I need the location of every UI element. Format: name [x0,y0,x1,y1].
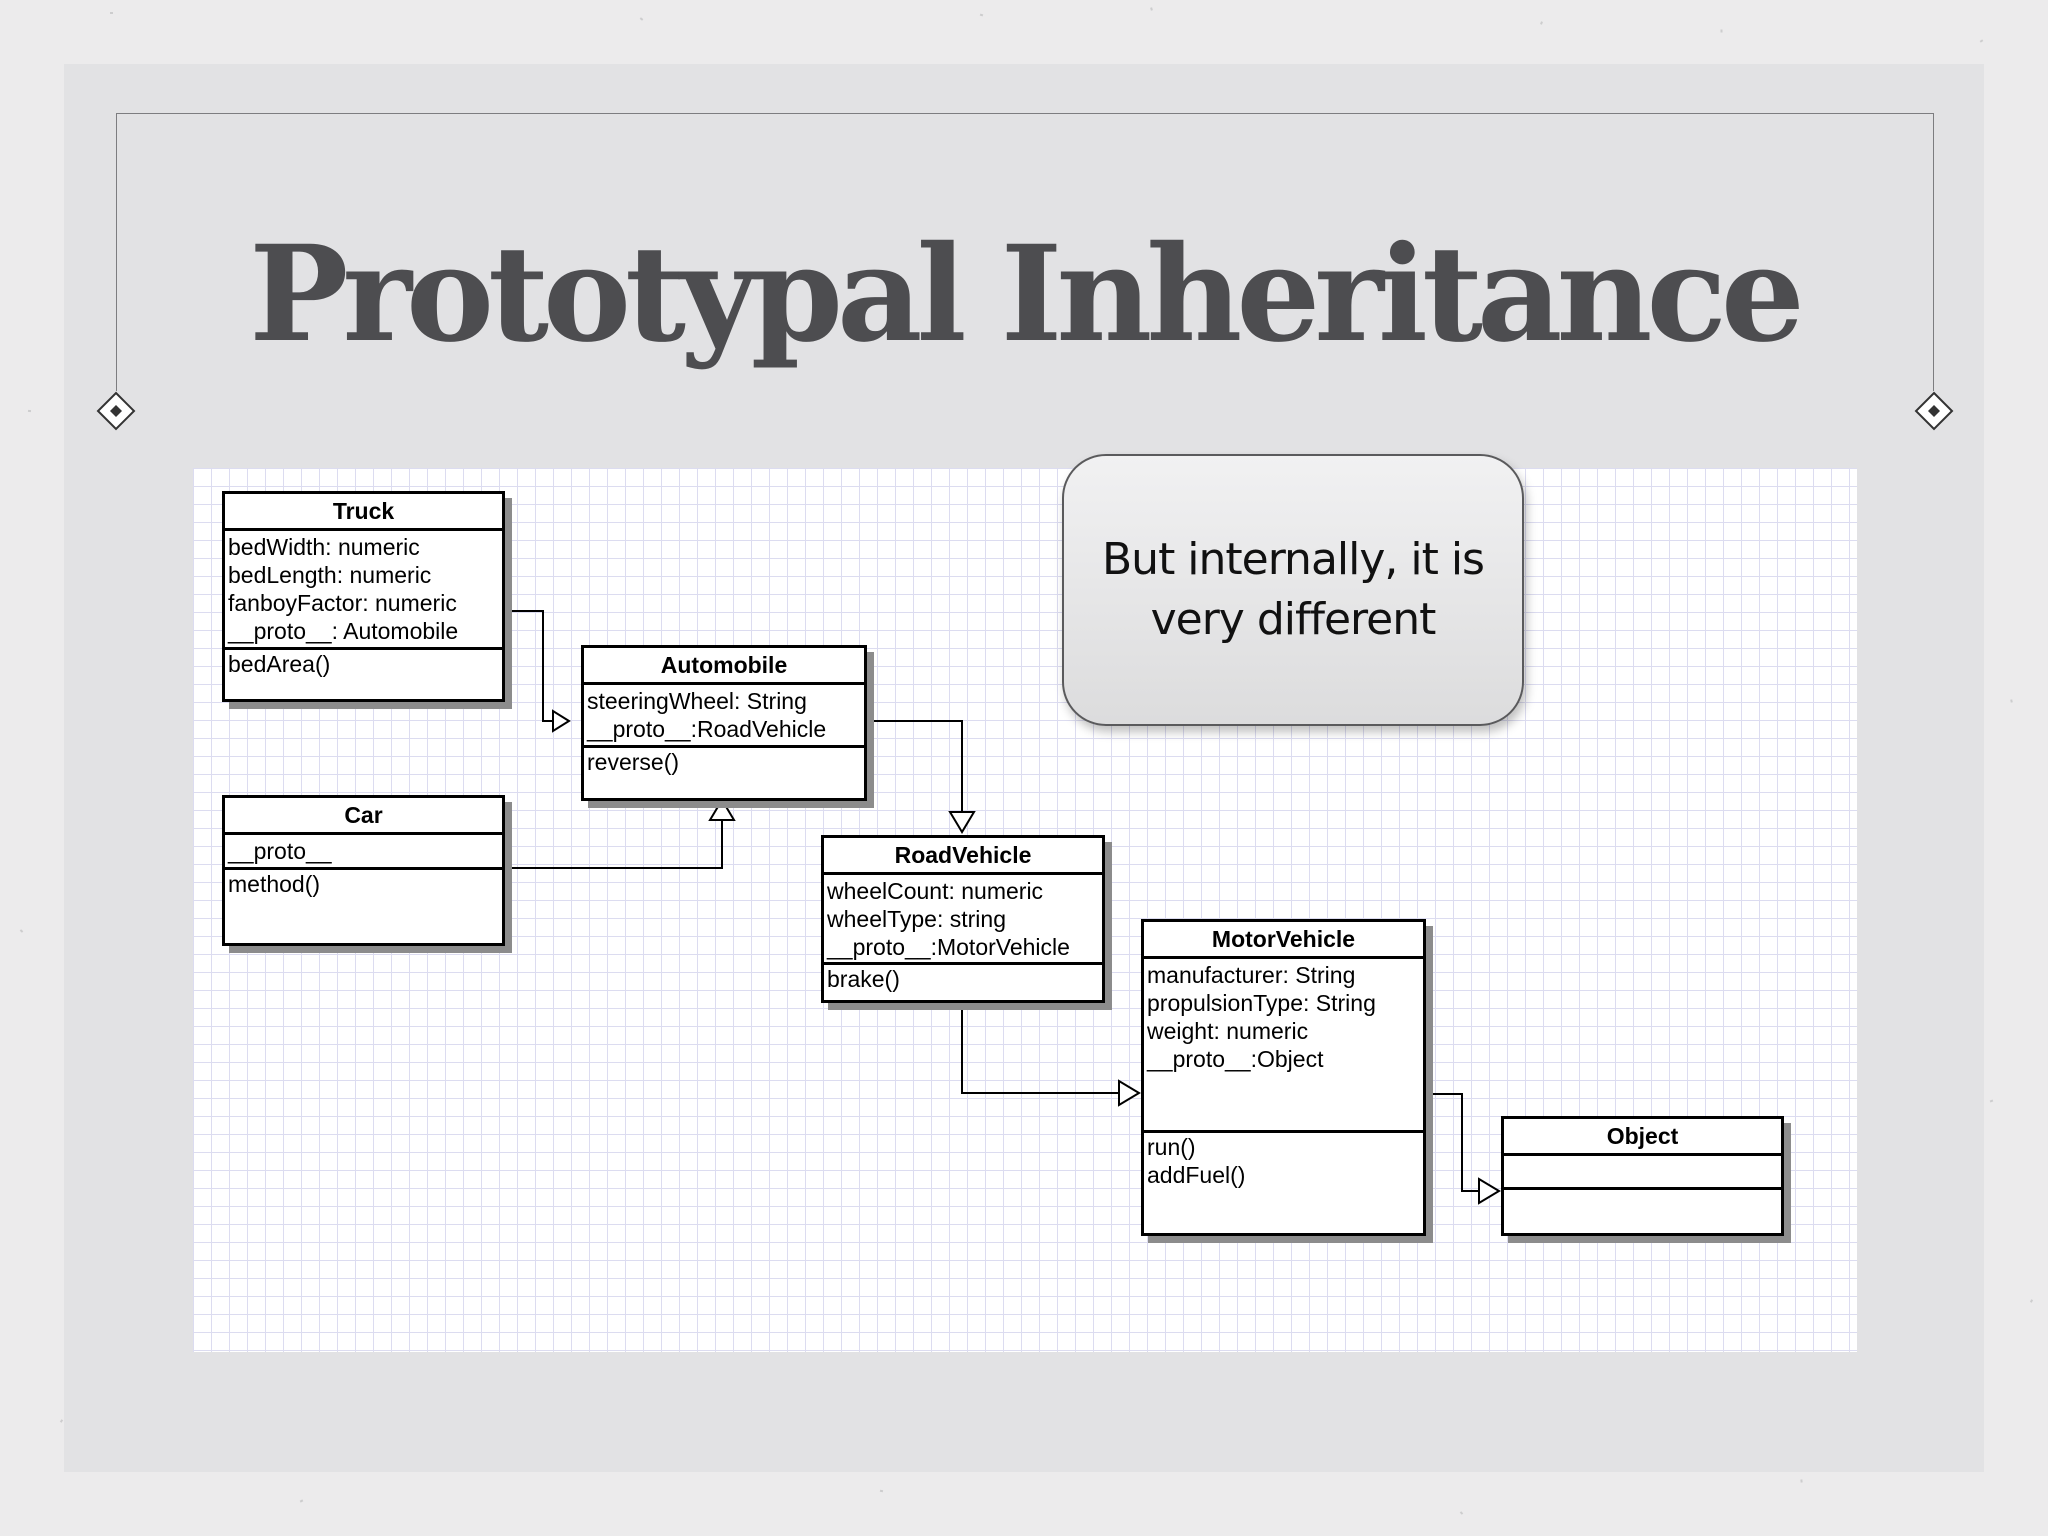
attribute: wheelCount: numeric [827,878,1044,904]
class-object: Object [1501,1116,1784,1236]
paper-speck [299,1499,304,1503]
slide-title: Prototypal Inheritance [249,217,1805,372]
frame-line-right [1933,113,1934,391]
connector-roadvehicle-motorvehicle [961,1000,1119,1094]
arrowhead-automobile-from-car [708,798,736,821]
class-name: MotorVehicle [1144,922,1423,959]
class-attributes: __proto__ [225,835,502,870]
paper-speck [879,1489,884,1493]
arrowhead-object [1478,1177,1501,1205]
attribute: weight: numeric [1147,1018,1309,1044]
method: method() [228,871,321,897]
attribute: wheelType: string [827,906,1006,932]
method: reverse() [587,749,680,775]
paper-speck [2029,1299,2034,1303]
connector-car-automobile [502,820,723,869]
attribute: __proto__:Object [1147,1046,1324,1072]
callout-box: But internally, it is very different [1062,454,1524,726]
class-roadvehicle: RoadVehicle wheelCount: numeric wheelTyp… [821,835,1105,1003]
connector-truck-automobile [502,610,569,722]
class-methods: reverse() [584,748,864,776]
class-methods: run() addFuel() [1144,1133,1423,1189]
method: addFuel() [1147,1162,1246,1188]
paper-speck [27,409,32,413]
attribute: fanboyFactor: numeric [228,590,457,616]
uml-diagram: Truck bedWidth: numeric bedLength: numer… [193,468,1857,1352]
class-motorvehicle: MotorVehicle manufacturer: String propul… [1141,919,1426,1236]
paper-speck [19,929,24,933]
frame-line-top [117,113,1933,114]
class-name: Car [225,798,502,835]
connector-motorvehicle-object [1423,1093,1479,1192]
class-name: Automobile [584,648,864,685]
class-attributes: manufacturer: String propulsionType: Str… [1144,959,1423,1133]
arrowhead-roadvehicle [948,811,976,834]
class-attributes: steeringWheel: String __proto__:RoadVehi… [584,685,864,748]
class-methods: method() [225,870,502,898]
class-methods: brake() [824,965,1102,993]
class-name: Truck [225,494,502,531]
attribute: bedWidth: numeric [228,534,420,560]
paper-speck [1800,1479,1803,1483]
arrowhead-motorvehicle [1118,1079,1141,1107]
connector-automobile-roadvehicle [864,720,963,812]
inheritance-connectors [502,610,1501,1205]
method: run() [1147,1134,1196,1160]
attribute: steeringWheel: String [587,688,807,714]
class-car: Car __proto__ method() [222,795,505,946]
class-attributes: bedWidth: numeric bedLength: numeric fan… [225,531,502,650]
attribute: __proto__:RoadVehicle [587,716,827,742]
paper-speck [1720,29,1723,33]
class-attributes [1504,1156,1781,1190]
frame-line-left [116,113,117,391]
callout-text: But internally, it is very different [1102,534,1485,645]
paper-speck [1459,1511,1464,1515]
class-name: RoadVehicle [824,838,1102,875]
class-name: Object [1504,1119,1781,1156]
diamond-ornament-left-icon [96,391,136,431]
class-methods: bedArea() [225,650,502,678]
paper-speck [979,13,984,17]
method: bedArea() [228,651,331,677]
method: brake() [827,966,900,992]
paper-speck [2010,699,2013,703]
attribute: __proto__:MotorVehicle [827,934,1070,960]
attribute: manufacturer: String [1147,962,1356,988]
attribute: propulsionType: String [1147,990,1376,1016]
attribute: __proto__ [228,838,332,864]
paper-speck [1540,21,1543,25]
paper-speck [110,12,113,14]
class-attributes: wheelCount: numeric wheelType: string __… [824,875,1102,965]
paper-speck [1150,7,1153,11]
paper-speck [1979,39,1984,43]
arrowhead-automobile-from-truck [552,709,571,733]
class-automobile: Automobile steeringWheel: String __proto… [581,645,867,801]
attribute: __proto__: Automobile [228,618,459,644]
attribute: bedLength: numeric [228,562,432,588]
diamond-ornament-right-icon [1914,391,1954,431]
paper-speck [639,17,644,21]
class-truck: Truck bedWidth: numeric bedLength: numer… [222,491,505,702]
paper-speck [59,1419,64,1423]
paper-speck [1989,1099,1994,1103]
